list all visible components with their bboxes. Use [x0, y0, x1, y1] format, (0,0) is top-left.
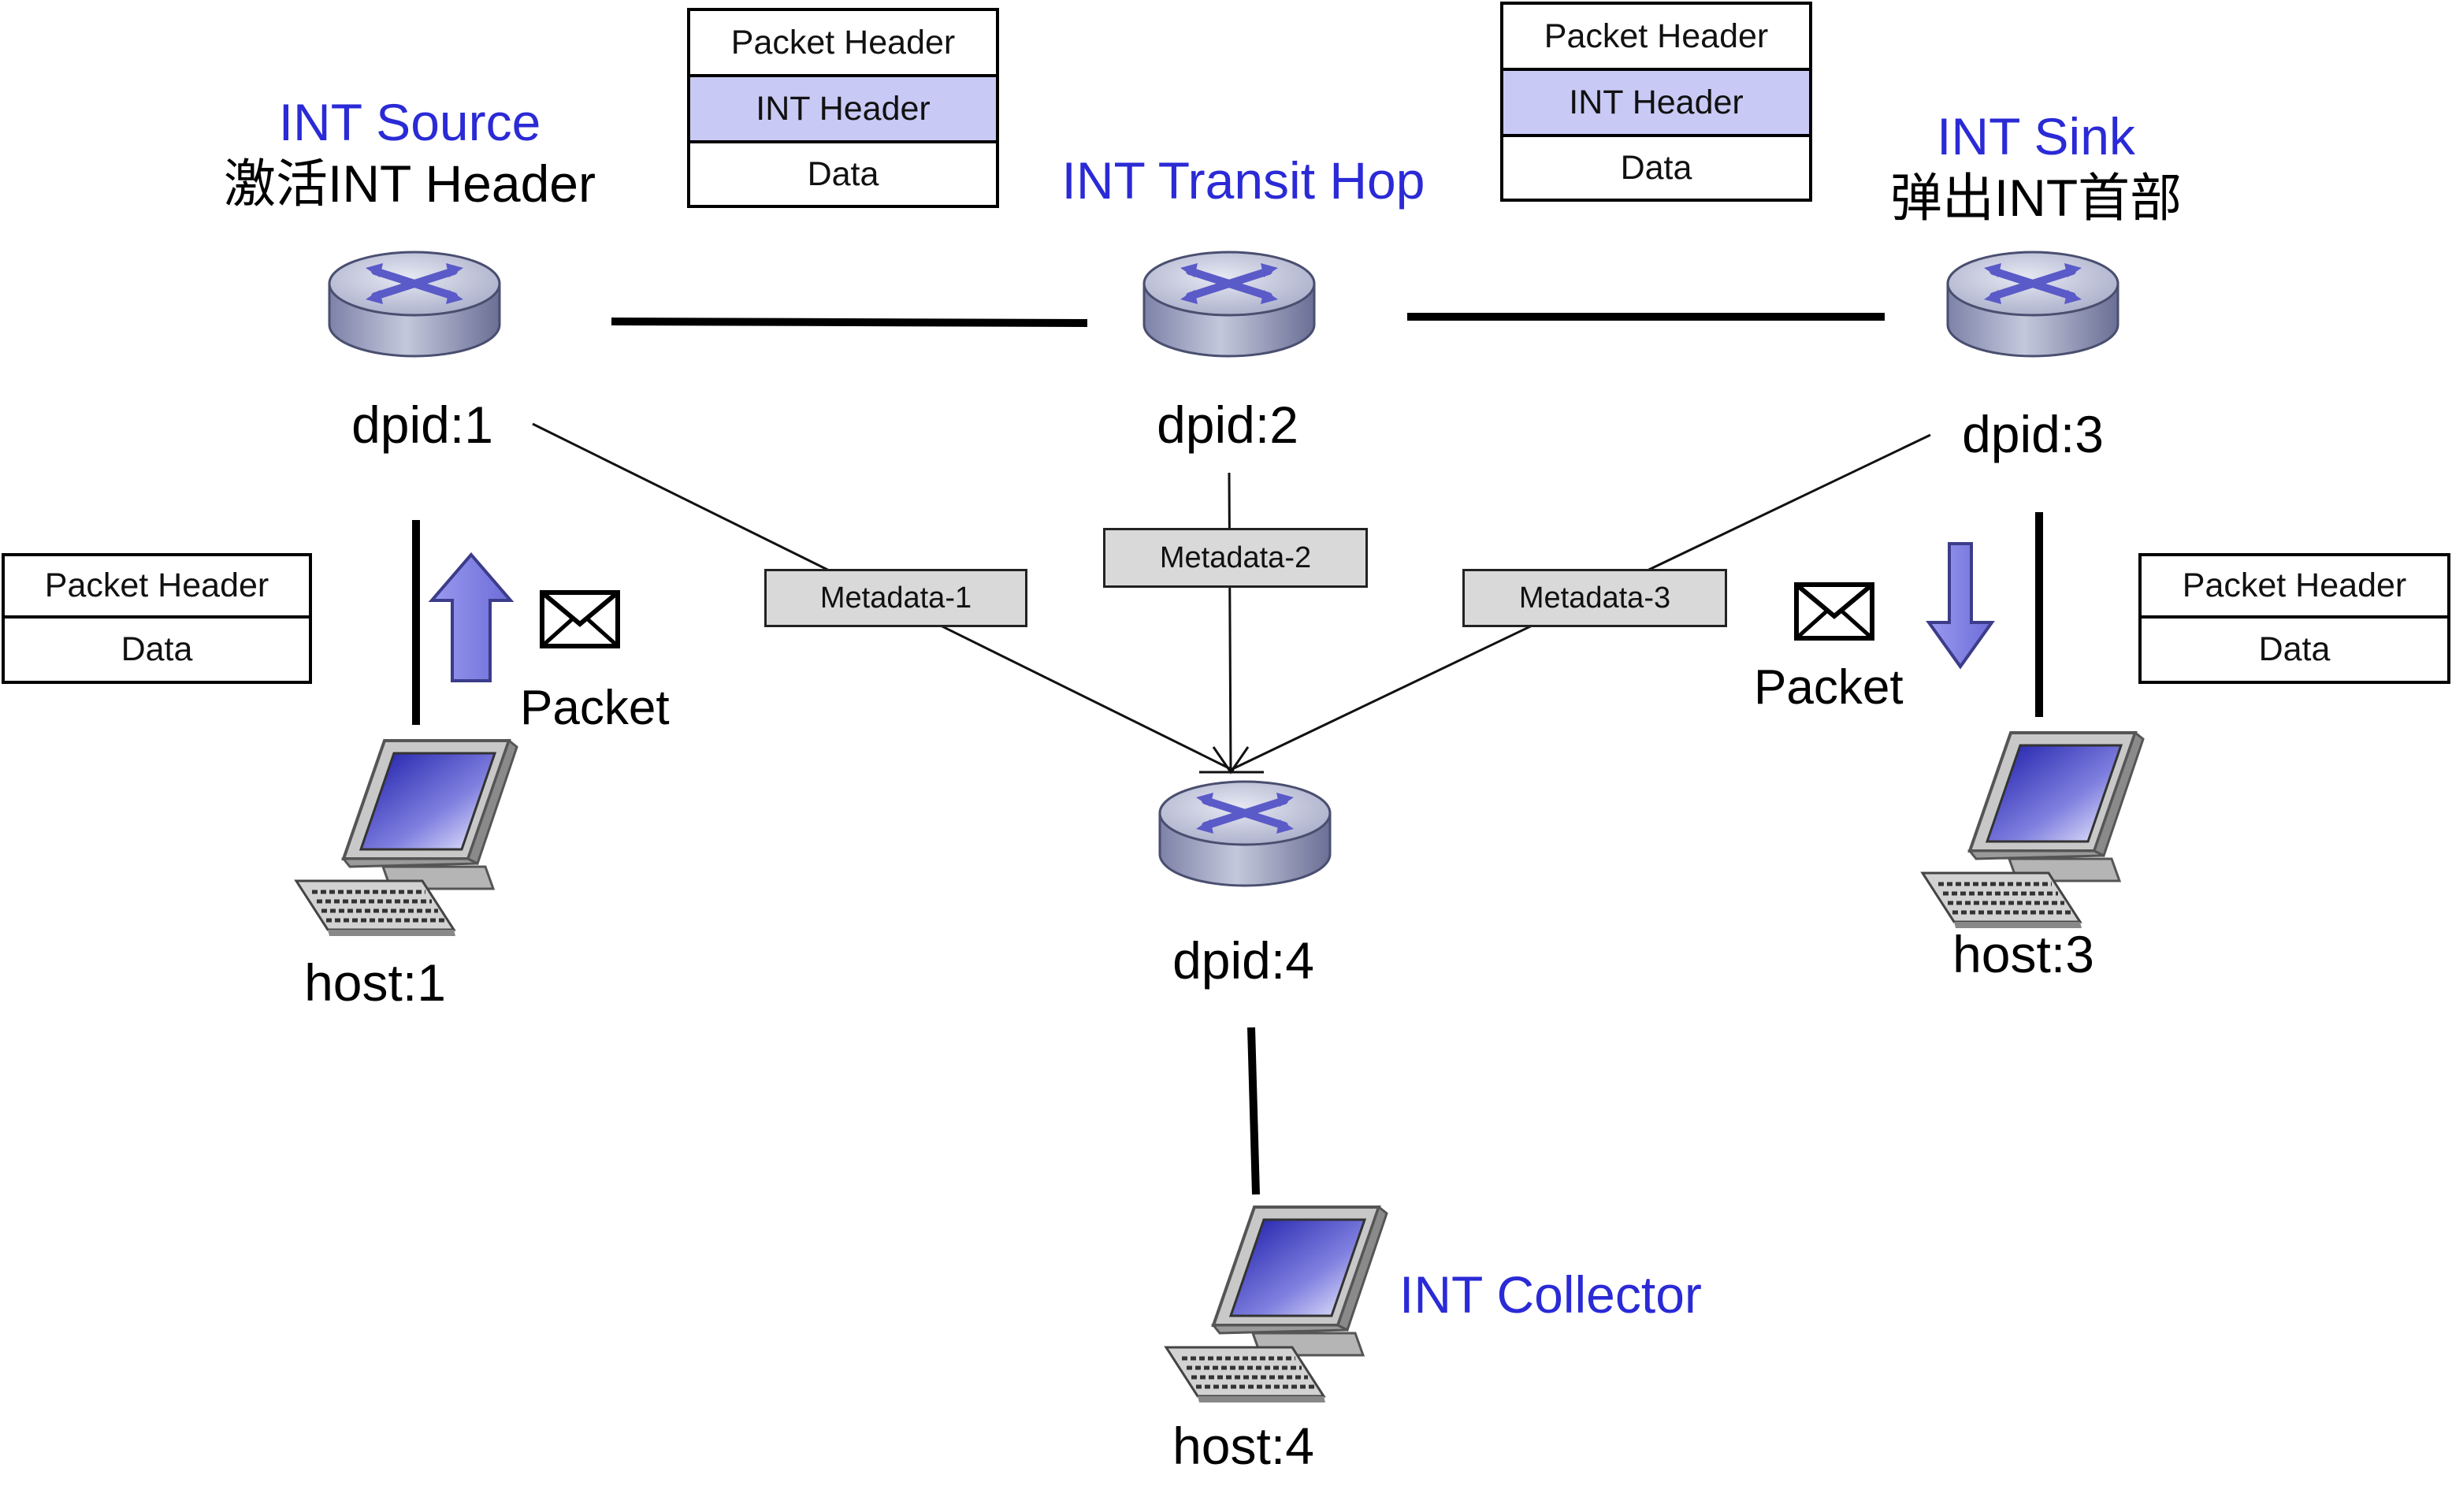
packet-header-row: Packet Header	[690, 11, 996, 77]
dpid1-label: dpid:1	[351, 396, 493, 454]
host1-label: host:1	[304, 953, 446, 1012]
envelope-icon	[542, 593, 618, 646]
int-sink-label: INT Sink	[1937, 107, 2135, 165]
packet-stack-hop2-to-3: Packet Header INT Header Data	[1500, 2, 1812, 202]
int-collector-label: INT Collector	[1399, 1265, 1702, 1324]
packet-stack-hop1-to-2: Packet Header INT Header Data	[687, 8, 999, 208]
packet-stack-sink-out: Packet Header Data	[2138, 553, 2450, 684]
data-row: Data	[2258, 630, 2331, 668]
data-row: Data	[1620, 148, 1692, 187]
dpid4-label: dpid:4	[1172, 931, 1314, 990]
int-source-label: INT Source	[278, 93, 541, 151]
host4-label: host:4	[1172, 1417, 1314, 1475]
switch-dpid2-icon	[1144, 252, 1314, 356]
dpid2-label: dpid:2	[1157, 396, 1298, 454]
link-dpid1-dpid2	[611, 318, 1088, 327]
metadata-1-box: Metadata-1	[764, 569, 1027, 627]
switch-dpid3-icon	[1948, 252, 2118, 356]
source-action-label: 激活INT Header	[224, 154, 596, 213]
packet-header-row: Packet Header	[1503, 5, 1809, 71]
host3-computer-icon	[1923, 733, 2143, 928]
packet-label: Packet	[1754, 660, 1904, 715]
packet-stack-source-in: Packet Header Data	[2, 553, 312, 684]
data-row: Data	[121, 630, 193, 668]
host3-label: host:3	[1952, 925, 2094, 983]
packet-label: Packet	[520, 681, 670, 735]
packet-header-row: Packet Header	[5, 556, 309, 619]
envelope-icon	[1796, 585, 1872, 638]
switch-dpid4-icon	[1160, 782, 1330, 886]
metadata-2-box: Metadata-2	[1103, 528, 1368, 588]
packet-down-arrow-icon	[1926, 542, 1995, 670]
link-dpid4-host4	[1247, 1027, 1260, 1195]
host4-computer-icon	[1166, 1207, 1387, 1402]
sink-action-label: 弹出INT首部	[1889, 169, 2183, 227]
switch-dpid1-icon	[329, 252, 500, 356]
telemetry-line-2	[1228, 472, 1232, 771]
int-header-row: INT Header	[1503, 71, 1809, 137]
int-header-row: INT Header	[690, 77, 996, 143]
host1-computer-icon	[296, 741, 517, 936]
metadata-3-box: Metadata-3	[1462, 569, 1727, 627]
dpid3-label: dpid:3	[1962, 405, 2104, 463]
data-row: Data	[807, 154, 879, 193]
packet-up-arrow-icon	[428, 552, 515, 682]
packet-header-row: Packet Header	[2142, 556, 2447, 619]
int-transit-hop-label: INT Transit Hop	[1061, 151, 1425, 210]
